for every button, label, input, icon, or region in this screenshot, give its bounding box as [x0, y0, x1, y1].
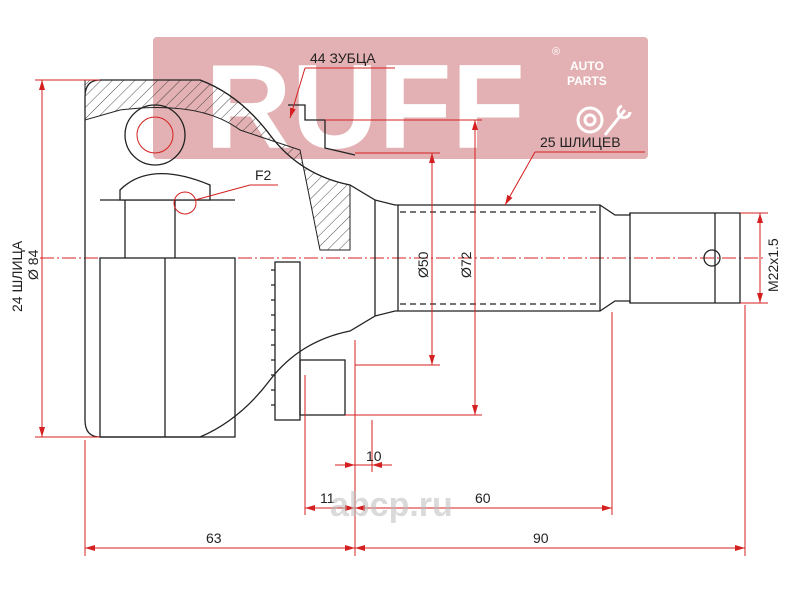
gear-wrench-icon: [576, 104, 632, 136]
svg-text:60: 60: [475, 490, 491, 506]
dim-d50: Ø50: [355, 152, 440, 366]
dim-10: 10: [335, 448, 392, 468]
svg-text:Ø72: Ø72: [458, 251, 474, 278]
svg-text:Ø50: Ø50: [415, 251, 431, 278]
callout-f2: F2: [173, 167, 278, 215]
svg-text:90: 90: [533, 530, 549, 546]
outer-joint-housing: [84, 79, 376, 438]
dim-11-60: 11 60: [305, 490, 612, 511]
dim-63-90: 63 90: [85, 530, 745, 551]
callout-shaft-splines: 25 ШЛИЦЕВ: [504, 134, 645, 206]
logo-background: [153, 37, 648, 159]
dim-thread: M22x1.5: [740, 212, 781, 304]
registered-mark: ®: [552, 46, 560, 58]
logo-auto: AUTO: [570, 59, 604, 73]
svg-text:Ø 84: Ø 84: [25, 249, 41, 280]
svg-text:25 ШЛИЦЕВ: 25 ШЛИЦЕВ: [540, 134, 621, 150]
svg-text:44 ЗУБЦА: 44 ЗУБЦА: [310, 50, 376, 66]
dim-d72: Ø72: [325, 119, 482, 416]
svg-text:M22x1.5: M22x1.5: [765, 238, 781, 292]
svg-text:63: 63: [206, 530, 222, 546]
dim-outer-diameter: 24 ШЛИЦА Ø 84: [9, 79, 100, 438]
svg-text:24 ШЛИЦА: 24 ШЛИЦА: [9, 240, 25, 312]
svg-text:F2: F2: [255, 167, 272, 183]
svg-text:10: 10: [366, 448, 382, 464]
logo-text: RUFF: [205, 40, 525, 174]
extension-lines: [84, 305, 746, 556]
brand-logo: RUFF ® AUTO PARTS: [153, 37, 648, 174]
watermark: abcp.ru: [330, 486, 453, 524]
svg-text:11: 11: [320, 490, 335, 506]
callout-teeth: 44 ЗУБЦА: [289, 50, 395, 119]
logo-parts: PARTS: [567, 74, 607, 88]
cotter-pin-hole: [703, 249, 721, 267]
